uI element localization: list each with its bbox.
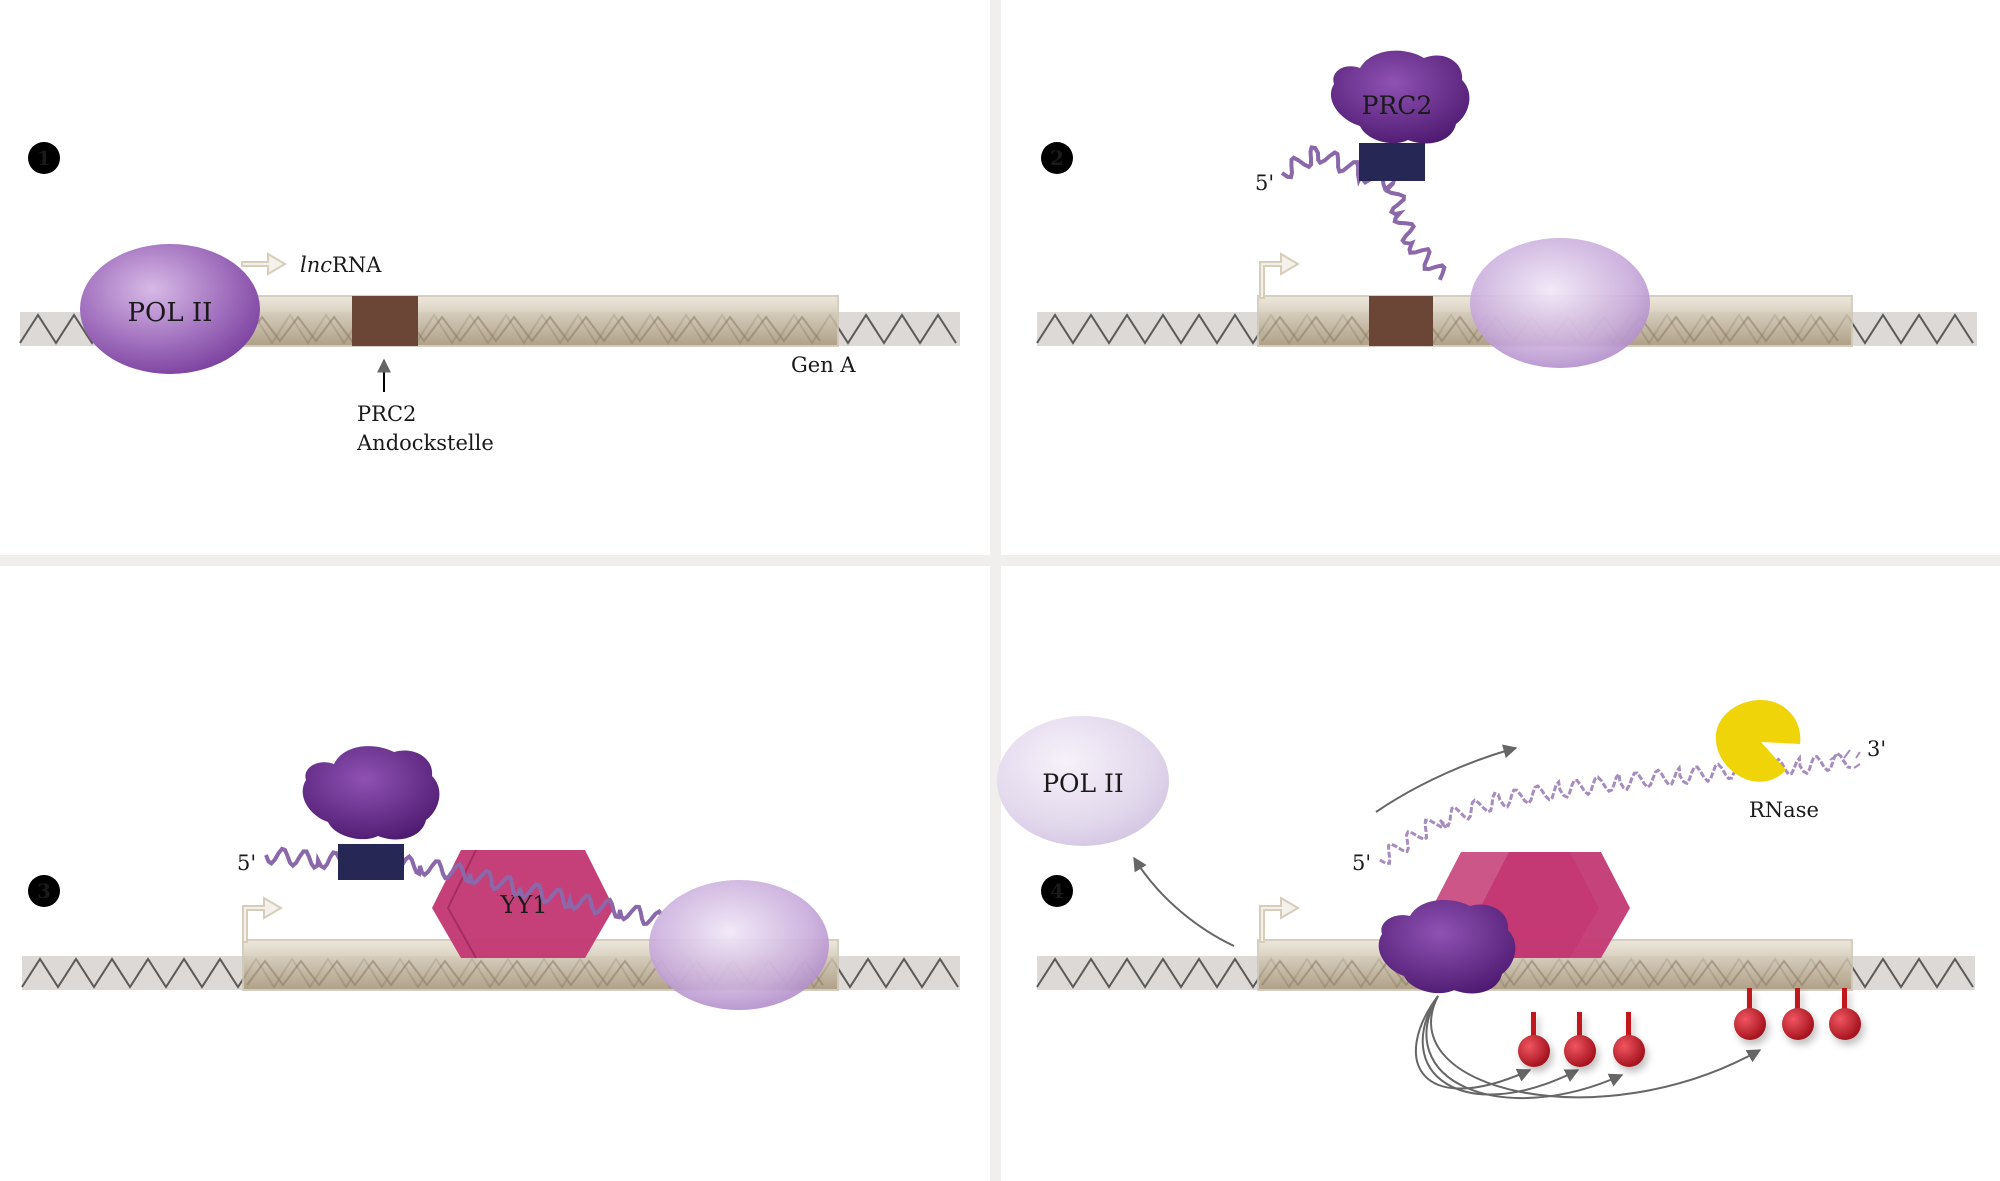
step-number: 4 (1050, 879, 1064, 903)
methyl-mark (1564, 1012, 1596, 1067)
methyl-mark (1782, 988, 1814, 1040)
transcription-start-arrow (241, 252, 287, 276)
histone-methyl-marks (1518, 988, 1861, 1067)
rna-release-arrow (1375, 744, 1518, 813)
transcription-start-arrow (1259, 252, 1300, 299)
pol-ii-enzyme (1470, 238, 1650, 368)
pol-ii-label: POL II (1042, 769, 1124, 798)
rnase-label: RNase (1749, 798, 1819, 822)
prc2-complex (1378, 900, 1516, 994)
yy1-facet (446, 849, 477, 959)
methyl-mark (1518, 1012, 1550, 1067)
gene-strand-overlay (243, 315, 821, 343)
gene-a-region (239, 295, 839, 347)
pol-ii-label: POL II (128, 298, 213, 328)
gene-a-label: Gen A (791, 353, 856, 377)
step-badge-3: 3 (28, 875, 60, 907)
step-badge-4: 4 (1041, 875, 1073, 907)
five-prime-label: 5' (1352, 851, 1371, 875)
panel-4: 4 POL II 5' 3' RNase (997, 700, 1975, 1099)
step-number: 2 (1050, 146, 1064, 170)
prc2-base (338, 844, 404, 880)
lncrna-transcript (264, 846, 663, 926)
lncrna-transcript (1280, 145, 1447, 281)
dna-helix-inner (243, 315, 821, 343)
transcription-start-arrow (1259, 896, 1300, 943)
docking-label-line2: Andockstelle (356, 431, 494, 455)
step-number: 3 (37, 879, 51, 903)
methyl-mark (1734, 988, 1766, 1040)
lncrna-label: lncRNA (300, 253, 382, 277)
pol-ii-released (997, 716, 1169, 846)
methyl-mark (1613, 1012, 1645, 1067)
vertical-divider (990, 0, 1001, 1181)
docking-label-line1: PRC2 (357, 402, 416, 426)
step-badge-1: 1 (28, 142, 60, 174)
step-number: 1 (37, 146, 51, 170)
prc2-docking-site (352, 296, 418, 346)
rnase-enzyme (1715, 700, 1801, 782)
rna-fragments (1829, 749, 1861, 769)
dna-helix-inner (1261, 959, 1839, 987)
three-prime-label: 3' (1867, 737, 1886, 761)
panel-1: 1 POL II lncRNA Gen A PRC2 Andockstelle (19, 142, 960, 455)
panel-3: 3 YY1 5' (21, 746, 960, 1010)
yy1-protein (432, 850, 614, 958)
yy1-protein (1480, 852, 1630, 958)
prc2-complex (1330, 50, 1470, 144)
prc2-label: PRC2 (1362, 91, 1433, 120)
gene-strand-overlay (1261, 959, 1839, 987)
panel-2: 2 PRC2 5' (1036, 50, 1977, 368)
five-prime-label: 5' (1255, 171, 1274, 195)
step-badge-2: 2 (1041, 142, 1073, 174)
prc2-base (1359, 143, 1425, 181)
prc2-docking-site (1369, 296, 1433, 346)
transcription-start-arrow (242, 896, 283, 943)
pol-ii-release-arrow (1133, 856, 1235, 947)
prc2-complex (302, 746, 440, 840)
five-prime-label: 5' (237, 851, 256, 875)
horizontal-divider (0, 555, 2000, 566)
pol-ii-enzyme (80, 244, 260, 374)
pol-ii-enzyme (649, 880, 829, 1010)
methyl-mark (1829, 988, 1861, 1040)
methylation-arrows (1414, 995, 1762, 1099)
